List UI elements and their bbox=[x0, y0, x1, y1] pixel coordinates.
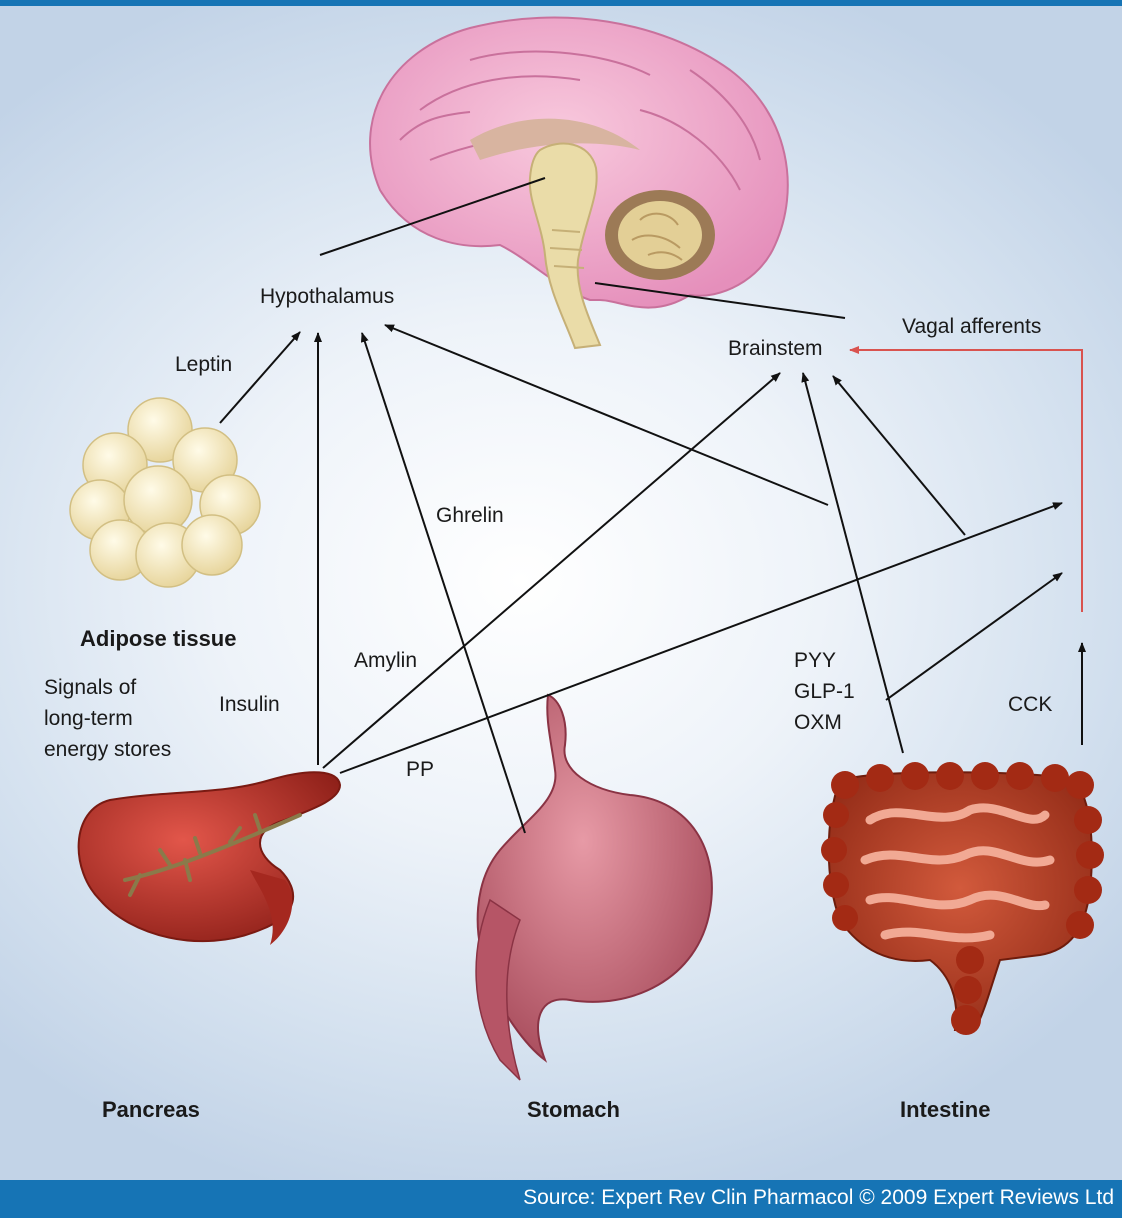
ghrelin-arrow bbox=[362, 333, 525, 833]
leptin-label: Leptin bbox=[175, 352, 232, 377]
cck-label: CCK bbox=[1008, 692, 1052, 717]
brain-illustration bbox=[370, 17, 788, 348]
peptides-label: PYY GLP-1 OXM bbox=[794, 645, 855, 738]
glp1-arrow bbox=[886, 573, 1062, 700]
stomach-label: Stomach bbox=[527, 1097, 620, 1123]
hypothalamus-label: Hypothalamus bbox=[260, 284, 394, 309]
brainstem-label: Brainstem bbox=[728, 336, 823, 361]
source-text: Source: Expert Rev Clin Pharmacol © 2009… bbox=[523, 1186, 1114, 1210]
vagal-afferents-arrow bbox=[850, 350, 1082, 612]
leptin-arrow bbox=[220, 332, 300, 423]
pp-arrow bbox=[340, 503, 1062, 773]
source-footer: Source: Expert Rev Clin Pharmacol © 2009… bbox=[0, 1180, 1122, 1218]
peptides-to-brainstem-arrow bbox=[833, 376, 965, 535]
intestine-label: Intestine bbox=[900, 1097, 990, 1123]
vagal-afferents-label: Vagal afferents bbox=[902, 314, 1041, 339]
intestine-illustration bbox=[821, 762, 1104, 1035]
pancreas-label: Pancreas bbox=[102, 1097, 200, 1123]
ghrelin-label: Ghrelin bbox=[436, 503, 504, 528]
amylin-label: Amylin bbox=[354, 648, 417, 673]
adipose-illustration bbox=[70, 398, 260, 587]
insulin-label: Insulin bbox=[219, 692, 280, 717]
pancreas-illustration bbox=[79, 772, 340, 945]
stomach-illustration bbox=[476, 695, 712, 1080]
signals-label: Signals of long-term energy stores bbox=[44, 672, 171, 765]
adipose-tissue-label: Adipose tissue bbox=[80, 626, 236, 652]
pp-label: PP bbox=[406, 757, 434, 782]
